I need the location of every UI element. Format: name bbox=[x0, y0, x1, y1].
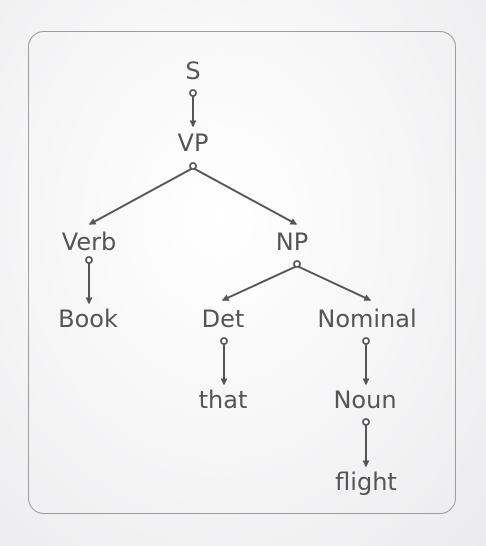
node-book: Book bbox=[58, 305, 118, 333]
node-vp: VP bbox=[178, 129, 209, 157]
node-det: Det bbox=[202, 305, 245, 333]
dot-nominal bbox=[362, 337, 370, 345]
node-nominal: Nominal bbox=[317, 305, 416, 333]
edges bbox=[85, 96, 372, 468]
node-np: NP bbox=[276, 228, 308, 256]
dot-det bbox=[220, 337, 228, 345]
node-labels: S VP Verb NP Book Det Nominal that Noun … bbox=[58, 57, 417, 496]
connector-dots bbox=[85, 89, 370, 426]
node-noun: Noun bbox=[333, 386, 396, 414]
dot-s bbox=[189, 89, 197, 97]
node-verb: Verb bbox=[62, 228, 116, 256]
edge-np-nominal bbox=[296, 265, 372, 301]
node-that: that bbox=[199, 386, 248, 414]
edge-np-det bbox=[221, 265, 298, 301]
diagram-frame bbox=[28, 31, 456, 514]
node-s: S bbox=[185, 57, 200, 85]
dot-vp bbox=[189, 162, 197, 170]
edge-vp-np bbox=[192, 167, 298, 225]
dot-noun bbox=[362, 418, 370, 426]
edge-vp-verb bbox=[88, 167, 194, 225]
dot-verb bbox=[85, 256, 93, 264]
node-flight: flight bbox=[335, 468, 397, 496]
dot-np bbox=[293, 260, 301, 268]
